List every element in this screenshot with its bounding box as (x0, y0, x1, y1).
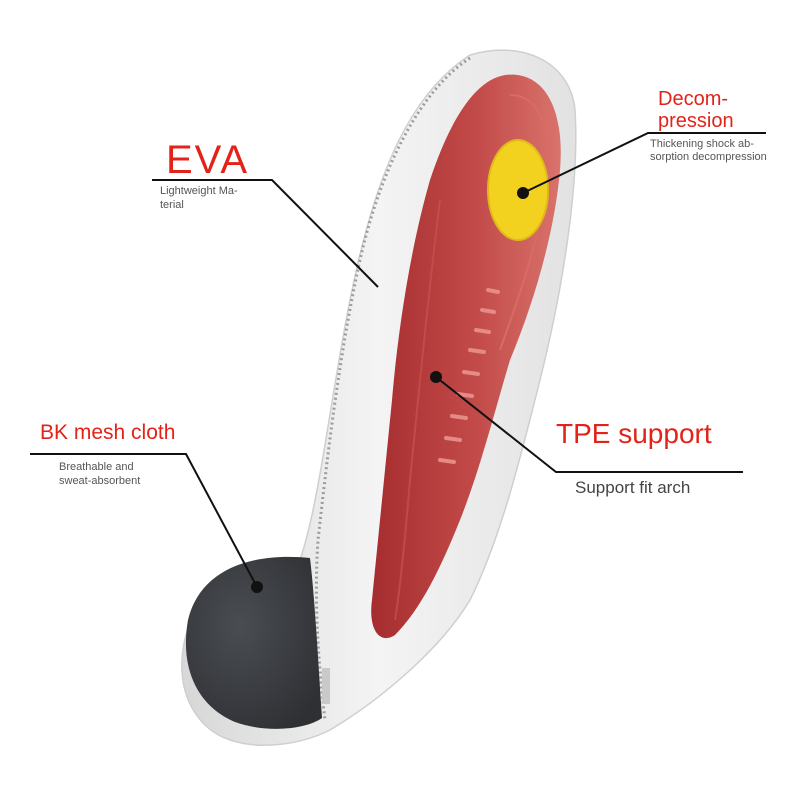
decompression-label-title-2: pression (658, 110, 734, 132)
bk-mesh-label-desc-2: sweat-absorbent (59, 475, 141, 487)
bk-mesh-label-title: BK mesh cloth (40, 421, 176, 444)
mesh-cloth (185, 556, 322, 729)
decompression-label-title-1: Decom- (658, 88, 729, 110)
insert-contour-2 (394, 199, 441, 621)
decompression-label-desc-1: Thickening shock ab- (650, 138, 754, 150)
size-mark (322, 668, 330, 704)
tpe-label-title: TPE support (556, 418, 712, 449)
leader-lines (30, 132, 766, 588)
decompression-label-desc-2: sorption decompression (650, 151, 767, 163)
eva-edge (314, 56, 471, 721)
eva-label-desc-1: Lightweight Ma- (160, 185, 238, 197)
tpe-label-desc: Support fit arch (575, 478, 691, 497)
arch-ribs (438, 288, 500, 464)
eva-label-title: EVA (166, 138, 250, 182)
eva-label-desc-2: terial (160, 199, 184, 211)
bk-mesh-label-desc-1: Breathable and (59, 461, 134, 473)
